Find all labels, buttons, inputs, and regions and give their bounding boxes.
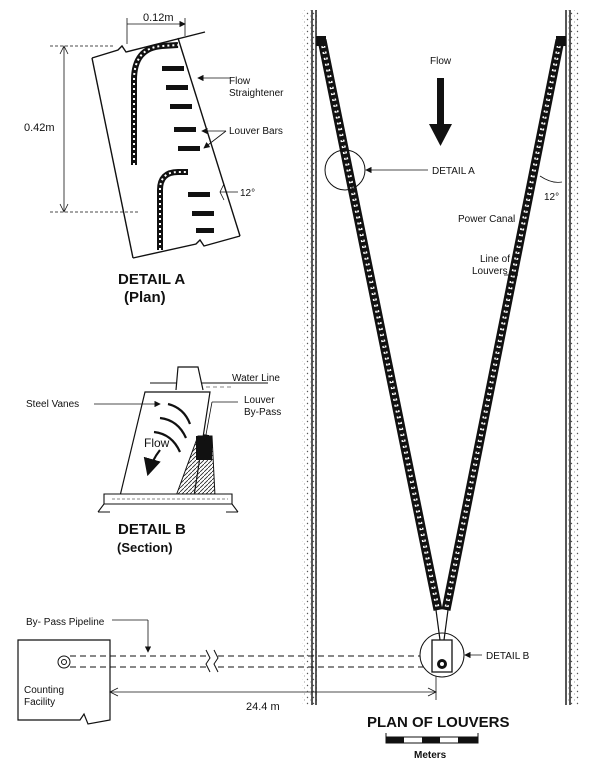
line-of-louvers-label: Line of Louvers bbox=[472, 254, 513, 277]
detail-a-marker bbox=[324, 149, 366, 191]
flow-arrow bbox=[437, 78, 444, 126]
right-louver-line bbox=[441, 39, 565, 611]
detail-b: Water Line Flow Steel Vanes Louver By-Pa… bbox=[26, 366, 281, 555]
detail-a-subtitle: (Plan) bbox=[124, 289, 166, 306]
flow-straightener-label: Flow Straightener bbox=[229, 76, 284, 99]
detail-b-subtitle: (Section) bbox=[117, 540, 173, 555]
bypass-distance: 24.4 m bbox=[246, 701, 280, 713]
left-louver-line bbox=[317, 39, 443, 611]
detail-a-height-label: 0.42m bbox=[24, 122, 55, 134]
scale-bar bbox=[385, 733, 479, 744]
detail-a-title: DETAIL A bbox=[118, 271, 185, 288]
detail-a-angle: 12° bbox=[240, 188, 255, 199]
louver-bypass-label: Louver By-Pass bbox=[244, 395, 281, 418]
detail-b-flow: Flow bbox=[144, 436, 170, 450]
detail-a-ref: DETAIL A bbox=[432, 166, 475, 177]
right-canal-wall bbox=[566, 10, 580, 705]
detail-a: 0.12m 0.42m bbox=[24, 12, 284, 306]
left-canal-wall bbox=[302, 10, 318, 705]
louver-bars bbox=[162, 66, 214, 233]
power-canal-label: Power Canal bbox=[458, 214, 515, 225]
bypass-pipeline-label: By- Pass Pipeline bbox=[26, 617, 105, 628]
steel-vanes-label: Steel Vanes bbox=[26, 399, 79, 410]
plan-flow-label: Flow bbox=[430, 56, 452, 67]
detail-b-title: DETAIL B bbox=[118, 521, 186, 538]
louver-bars-label: Louver Bars bbox=[229, 126, 283, 137]
detail-b-ref: DETAIL B bbox=[486, 651, 530, 662]
plan-title: PLAN OF LOUVERS bbox=[367, 714, 510, 731]
water-line-label: Water Line bbox=[232, 373, 280, 384]
detail-a-width-label: 0.12m bbox=[143, 12, 174, 24]
plan-angle: 12° bbox=[544, 192, 559, 203]
counting-facility-label: Counting Facility bbox=[24, 685, 67, 708]
plan-of-louvers: DETAIL A DETAIL B Flow Power Canal Line … bbox=[302, 10, 580, 761]
bypass-section: Counting Facility By- Pass Pipeline 24.4… bbox=[17, 617, 437, 725]
scale-unit: Meters bbox=[414, 750, 447, 761]
